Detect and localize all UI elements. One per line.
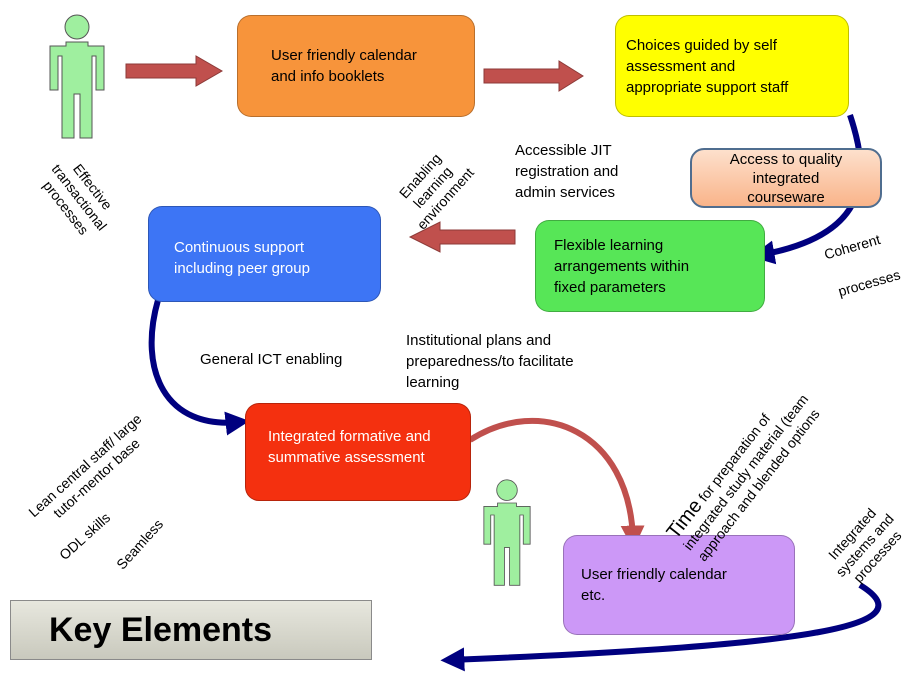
- box-flexible-learning-text: Flexible learning arrangements within fi…: [554, 236, 690, 296]
- box-user-friendly-calendar-bottom-text: User friendly calendar etc.: [581, 566, 727, 604]
- arrow-flexible-to-continuous: [408, 221, 516, 253]
- label-general-ict: General ICT enabling: [200, 351, 343, 368]
- box-user-friendly-calendar-bottom: User friendly calendar etc.: [563, 535, 795, 635]
- box-access-quality-courseware: Access to quality integrated courseware: [690, 148, 882, 208]
- key-elements-title: Key Elements: [49, 610, 272, 649]
- person-bottom-icon: [483, 479, 531, 586]
- box-flexible-learning: Flexible learning arrangements within fi…: [535, 220, 765, 312]
- box-access-quality-courseware-text: Access to quality integrated courseware: [729, 150, 843, 206]
- box-choices-guided: Choices guided by self assessment and ap…: [615, 15, 849, 117]
- curve-systems-to-key: [440, 582, 882, 672]
- box-user-friendly-calendar-top-text: User friendly calendar and info booklets: [271, 47, 417, 85]
- box-choices-guided-text: Choices guided by self assessment and ap…: [626, 36, 789, 96]
- arrow-calendar-to-choices: [483, 60, 584, 92]
- box-continuous-support: Continuous support including peer group: [148, 206, 381, 302]
- box-continuous-support-text: Continuous support including peer group: [174, 239, 310, 277]
- curve-continuous-to-assessment: [148, 299, 250, 436]
- label-accessible-jit: Accessible JIT registration and admin se…: [515, 142, 619, 201]
- box-integrated-assessment-text: Integrated formative and summative asses…: [268, 428, 431, 466]
- box-user-friendly-calendar-top: User friendly calendar and info booklets: [237, 15, 475, 117]
- person-top-left-icon: [49, 14, 105, 139]
- label-institutional-plans: Institutional plans and preparedness/to …: [406, 332, 574, 391]
- curve-assessment-to-calendar: [468, 417, 645, 550]
- box-integrated-assessment: Integrated formative and summative asses…: [245, 403, 471, 501]
- key-elements-banner: Key Elements: [10, 600, 372, 660]
- arrow-figure-to-calendar: [125, 55, 224, 87]
